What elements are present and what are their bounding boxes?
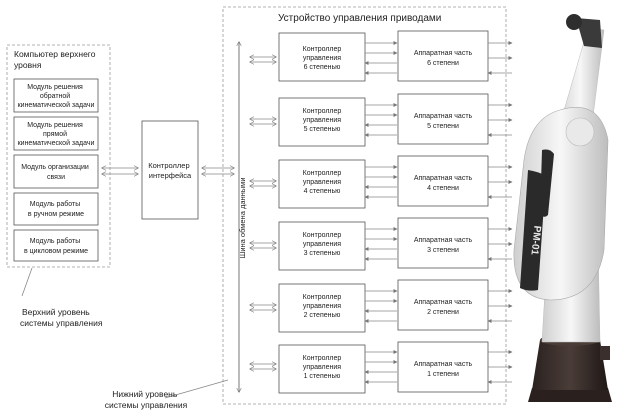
module-communication: Модуль организации связи	[13, 154, 99, 189]
drive-control-device-frame	[222, 6, 507, 405]
module-cycle-mode: Модуль работы в цикловом режиме	[13, 229, 99, 262]
svg-text:Модуль решения обратно: Модуль решения обратной кинематической з…	[18, 84, 95, 109]
module-manual-mode: Модуль работы в ручном режиме	[13, 192, 99, 226]
svg-text:Нижний уровень системы у: Нижний уровень системы управления	[105, 389, 188, 410]
svg-text:Модуль работы в ручном: Модуль работы в ручном режиме	[28, 200, 84, 218]
upper-level-label: Верхний уровень системы управления	[20, 267, 103, 328]
arrow-interface-to-bus	[202, 168, 234, 174]
svg-text:Модуль решения прямой: Модуль решения прямой кинематической зад…	[18, 122, 95, 147]
svg-text:Верхний уровень системы: Верхний уровень системы управления	[20, 307, 103, 328]
data-bus: Шина обмена данными	[238, 42, 247, 392]
data-bus-label: Шина обмена данными	[238, 177, 247, 258]
svg-text:Модуль работы в циклов: Модуль работы в цикловом режиме	[24, 237, 88, 255]
svg-text:Модуль организации свя: Модуль организации связи	[21, 164, 91, 181]
svg-text:Контроллер интерфейса: Контроллер интерфейса	[148, 161, 192, 180]
arrow-computer-to-interface	[102, 168, 138, 174]
module-inverse-kinematics: Модуль решения обратной кинематической з…	[13, 78, 99, 113]
lower-level-label: Нижний уровень системы управления	[105, 379, 229, 410]
computer-title: Компьютер верхнего уровня	[14, 49, 98, 70]
interface-controller: Контроллер интерфейса	[141, 120, 199, 220]
robot-logo: PM-01	[528, 225, 542, 256]
robot-arm-illustration: PM-01	[513, 14, 612, 402]
drive-control-device-title: Устройство управления приводами	[278, 13, 441, 24]
module-forward-kinematics: Модуль решения прямой кинематической зад…	[13, 116, 99, 151]
upper-level-computer: Компьютер верхнего уровня Модуль решения…	[6, 44, 111, 268]
